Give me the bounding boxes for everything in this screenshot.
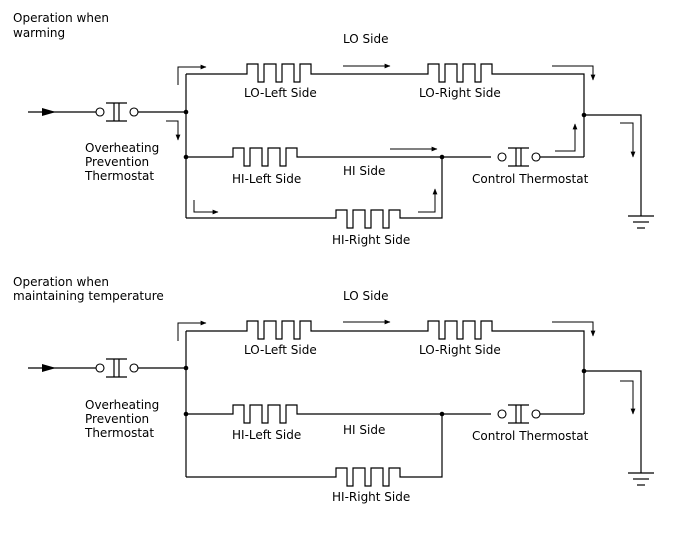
control-thermostat	[497, 404, 584, 424]
hi-right-branch	[186, 157, 443, 229]
overheating-label-3: Thermostat	[84, 169, 154, 183]
overheating-prevention-thermostat	[95, 102, 186, 122]
hi-left-label: HI-Left Side	[232, 172, 301, 186]
control-thermostat	[497, 147, 584, 167]
hi-branch	[186, 404, 491, 424]
overheating-label-1: Overheating	[85, 141, 159, 155]
lo-side-label: LO Side	[343, 32, 388, 46]
lo-right-label: LO-Right Side	[419, 86, 501, 100]
input-arrow	[28, 108, 100, 116]
lo-left-label: LO-Left Side	[244, 343, 317, 357]
overheating-label-2: Prevention	[85, 412, 149, 426]
lo-branch	[186, 63, 585, 157]
control-thermostat-label: Control Thermostat	[472, 429, 589, 443]
ground-icon	[628, 215, 654, 229]
panel-title-line1: Operation when	[13, 275, 109, 289]
lo-branch	[186, 320, 585, 414]
lo-side-label: LO Side	[343, 289, 388, 303]
overheating-label-2: Prevention	[85, 155, 149, 169]
panel-title-line2: maintaining temperature	[13, 289, 164, 303]
ground-icon	[628, 472, 654, 486]
hi-side-label: HI Side	[343, 164, 385, 178]
overheating-label-1: Overheating	[85, 398, 159, 412]
current-flow-arrows	[166, 63, 636, 215]
hi-left-label: HI-Left Side	[232, 428, 301, 442]
hi-right-branch	[186, 414, 443, 487]
lo-left-label: LO-Left Side	[244, 86, 317, 100]
ground-wire	[584, 370, 642, 473]
overheating-prevention-thermostat	[95, 358, 186, 378]
warming-circuit: Operation when warming Overheating Preve…	[13, 11, 654, 247]
hi-branch	[186, 147, 491, 167]
input-arrow	[28, 364, 100, 372]
ground-wire	[584, 114, 642, 216]
control-thermostat-label: Control Thermostat	[472, 172, 589, 186]
hi-side-label: HI Side	[343, 423, 385, 437]
hi-right-label: HI-Right Side	[332, 233, 410, 247]
overheating-label-3: Thermostat	[84, 426, 154, 440]
hi-right-label: HI-Right Side	[332, 490, 410, 504]
panel-title-line2: warming	[13, 26, 65, 40]
current-flow-arrows	[177, 319, 636, 415]
panel-title-line1: Operation when	[13, 11, 109, 25]
lo-right-label: LO-Right Side	[419, 343, 501, 357]
maintaining-circuit: Operation when maintaining temperature O…	[13, 275, 654, 504]
